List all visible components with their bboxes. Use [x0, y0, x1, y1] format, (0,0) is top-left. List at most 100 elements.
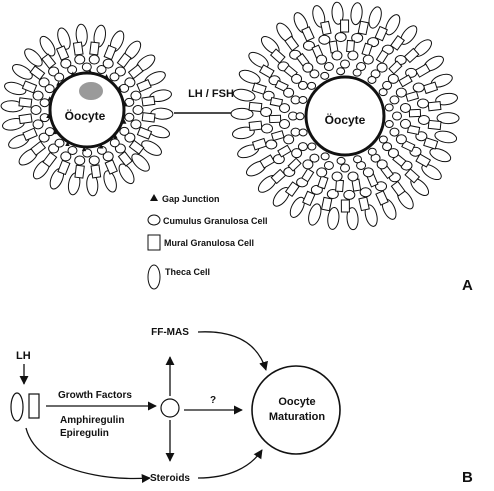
mural-granulosa-cell — [29, 65, 46, 81]
cumulus-granulosa-cell — [32, 90, 44, 101]
theca-cell — [232, 126, 255, 140]
cumulus-granulosa-cell — [54, 72, 65, 82]
mural-granulosa-cell — [390, 180, 406, 197]
cumulus-granulosa-cell — [291, 148, 303, 159]
cumulus-granulosa-cell — [283, 87, 295, 98]
mural-granulosa-cell — [414, 63, 431, 78]
mural-granulosa-cell — [248, 101, 263, 113]
cumulus-granulosa-cell — [67, 145, 78, 155]
mural-granulosa-cell — [320, 196, 333, 212]
mural-cell-icon — [147, 234, 161, 251]
theca-cell — [86, 173, 99, 197]
theca-cell-icon — [147, 264, 161, 290]
cumulus-granulosa-cell — [351, 32, 364, 43]
cumulus-granulosa-cell — [295, 112, 305, 121]
cumulus-granulosa-cell — [382, 80, 393, 90]
cumulus-granulosa-cell — [130, 119, 142, 130]
cumulus-granulosa-cell — [132, 105, 144, 115]
cumulus-granulosa-cell — [30, 105, 42, 115]
theca-cell-b — [10, 392, 24, 422]
cumulus-granulosa-cell — [340, 59, 350, 69]
lh-label: LH — [16, 350, 31, 362]
cumulus-granulosa-cell — [298, 95, 308, 104]
mural-granulosa-cell — [346, 39, 355, 53]
cumulus-granulosa-cell — [376, 62, 388, 73]
cumulus-granulosa-cell — [399, 118, 411, 129]
cumulus-cell-icon — [147, 214, 161, 226]
theca-cell — [346, 207, 359, 231]
cumulus-granulosa-cell — [102, 151, 114, 162]
cumulus-granulosa-cell — [39, 98, 50, 108]
mural-granulosa-cell — [41, 53, 57, 70]
lh-to-steroids-curve — [25, 427, 151, 484]
gap-junction — [52, 129, 57, 135]
gap-junction-icon — [150, 194, 158, 201]
cumulus-granulosa-cell — [124, 132, 136, 143]
mural-granulosa-cell — [423, 137, 439, 150]
left-oocyte — [48, 71, 126, 149]
cumulus-granulosa-cell — [395, 87, 407, 98]
mural-granulosa-cell — [136, 79, 152, 93]
mural-granulosa-cell — [406, 124, 421, 136]
cumulus-granulosa-cell — [353, 155, 363, 164]
cumulus-granulosa-cell — [340, 163, 350, 173]
steroids-label: Steroids — [150, 473, 190, 484]
cumulus-granulosa-cell — [347, 50, 359, 61]
mural-granulosa-cell — [268, 114, 282, 124]
cumulus-granulosa-cell — [382, 142, 393, 152]
cumulus-granulosa-cell — [119, 126, 130, 136]
cumulus-granulosa-cell — [119, 83, 130, 93]
cumulus-granulosa-cell — [399, 102, 411, 113]
mural-granulosa-cell — [251, 137, 268, 151]
ff-mas-to-maturation-arrow — [197, 331, 268, 371]
cumulus-granulosa-cell — [302, 62, 314, 73]
mural-granulosa-cell — [375, 190, 389, 206]
growth-factors-label: Growth Factors — [58, 390, 132, 401]
cumulus-granulosa-cell — [309, 69, 320, 79]
theca-cell — [57, 27, 71, 50]
theca-cell — [289, 196, 305, 218]
theca-cell — [368, 6, 382, 29]
theca-cell — [147, 124, 170, 139]
gap-junction — [81, 146, 87, 152]
cumulus-granulosa-cell — [362, 167, 374, 178]
theca-cell — [24, 48, 43, 67]
cumulus-granulosa-cell — [395, 134, 407, 145]
mural-granulosa-cell — [358, 196, 370, 212]
mural-granulosa-cell — [405, 90, 420, 102]
mural-granulosa-cell — [248, 120, 263, 131]
cumulus-granulosa-cell — [44, 127, 55, 137]
mural-granulosa-cell — [141, 95, 156, 107]
cumulus-granulosa-cell — [417, 114, 430, 125]
theca-cell — [308, 203, 322, 226]
cumulus-granulosa-cell — [109, 72, 120, 82]
cumulus-granulosa-cell — [416, 98, 429, 109]
ff-mas-label: FF-MAS — [151, 327, 189, 338]
panel-a: Öocyte LH / FSH Öocyte Gap Junction Cumu… — [0, 1, 473, 294]
cumulus-granulosa-cell — [316, 167, 328, 178]
theca-cell — [421, 163, 442, 181]
cumulus-granulosa-cell — [320, 71, 330, 80]
cumulus-granulosa-cell — [60, 58, 72, 69]
mural-granulosa-cell — [317, 175, 329, 190]
mural-granulosa-cell — [18, 97, 33, 108]
follicle-before: Öocyte — [0, 23, 174, 197]
theca-cell — [131, 153, 150, 172]
cumulus-granulosa-cell — [102, 58, 114, 69]
mural-granulosa-cell — [127, 64, 144, 80]
mural-granulosa-cell — [116, 52, 132, 69]
cumulus-granulosa-cell — [32, 119, 44, 130]
gap-junction — [65, 141, 70, 146]
theca-cell — [103, 170, 117, 193]
mural-granulosa-cell — [404, 168, 421, 184]
cumulus-granulosa-cell — [44, 84, 55, 94]
cumulus-granulosa-cell — [297, 80, 308, 90]
mural-granulosa-cell — [251, 82, 267, 95]
cumulus-granulosa-cell — [130, 90, 142, 101]
gap-junction — [113, 134, 118, 139]
cumulus-granulosa-cell — [74, 54, 86, 65]
cumulus-granulosa-cell — [356, 62, 367, 72]
mural-granulosa-cell — [18, 113, 33, 125]
mural-granulosa-cell — [287, 157, 302, 172]
